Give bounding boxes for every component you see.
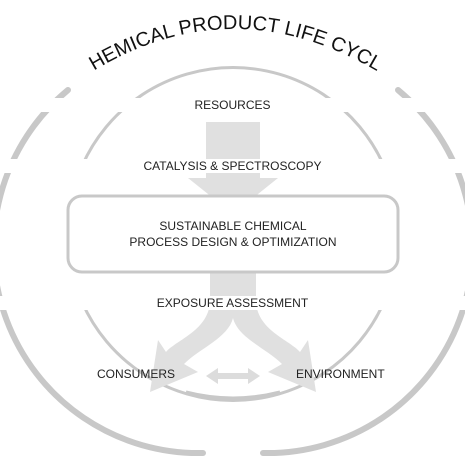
process-label-line2: PROCESS DESIGN & OPTIMIZATION [129, 235, 337, 249]
diagram-title-text: CHEMICAL PRODUCT LIFE CYCLE [0, 0, 386, 76]
catalysis-label-wrap: CATALYSIS & SPECTROSCOPY [0, 159, 465, 173]
exposure-label-wrap: EXPOSURE ASSESSMENT [0, 296, 465, 310]
outer-ring-right-arc [260, 87, 465, 457]
process-label: SUSTAINABLE CHEMICAL PROCESS DESIGN & OP… [68, 196, 398, 272]
top-dome-arc [79, 66, 387, 168]
resources-label: RESOURCES [188, 98, 277, 112]
consumers-label: CONSUMERS [97, 367, 176, 381]
bottom-small-arc [185, 390, 281, 400]
environment-label: ENVIRONMENT [296, 367, 385, 381]
catalysis-label: CATALYSIS & SPECTROSCOPY [137, 159, 328, 173]
process-label-line1: SUSTAINABLE CHEMICAL [159, 219, 307, 233]
diagram-title: CHEMICAL PRODUCT LIFE CYCLE [0, 0, 386, 76]
outer-ring-left-arc [0, 87, 206, 457]
split-arrows [150, 268, 316, 392]
double-headed-arrow [206, 368, 260, 384]
resources-label-wrap: RESOURCES [0, 98, 465, 112]
bottom-dome-arc [80, 301, 386, 402]
process-box [66, 194, 400, 274]
exposure-label: EXPOSURE ASSESSMENT [150, 296, 315, 310]
